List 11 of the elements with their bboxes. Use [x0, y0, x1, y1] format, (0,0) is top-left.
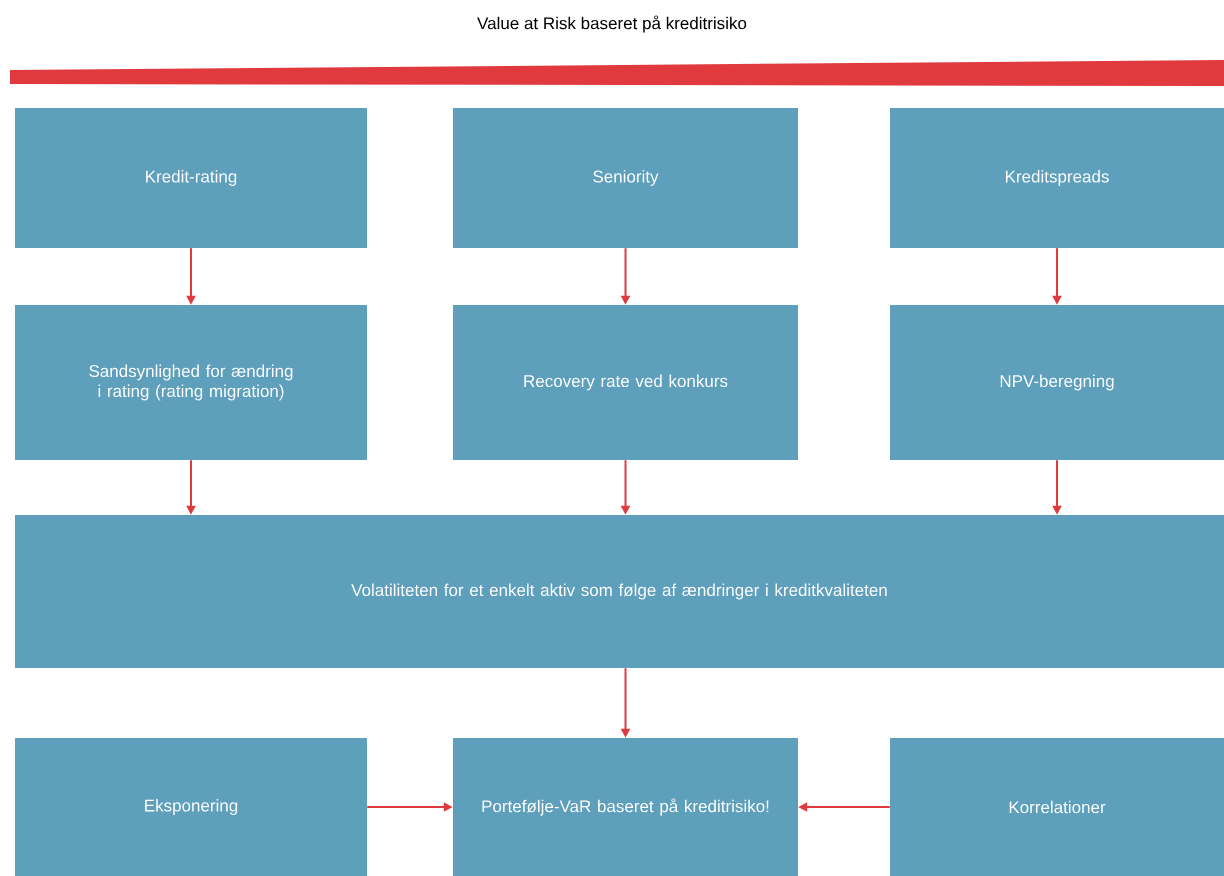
process-box: Portefølje-VaR baseret på kreditrisiko!: [453, 738, 798, 876]
process-box: Eksponering: [15, 738, 367, 876]
process-box: Volatiliteten for et enkelt aktiv som følge af ændringer i kreditkvaliteten: [15, 515, 1224, 668]
process-box: Kredit-rating: [15, 108, 367, 248]
process-box: Recovery rate ved konkurs: [453, 305, 798, 460]
process-box: Kreditspreads: [890, 108, 1224, 248]
process-box: NPV-beregning: [890, 305, 1224, 460]
title: Value at Risk baseret på kreditrisiko: [477, 15, 747, 33]
process-box: Korrelationer: [890, 738, 1224, 876]
process-box: Sandsynlighed for ændring i rating (rating migration): [15, 305, 367, 460]
process-box: Seniority: [453, 108, 798, 248]
